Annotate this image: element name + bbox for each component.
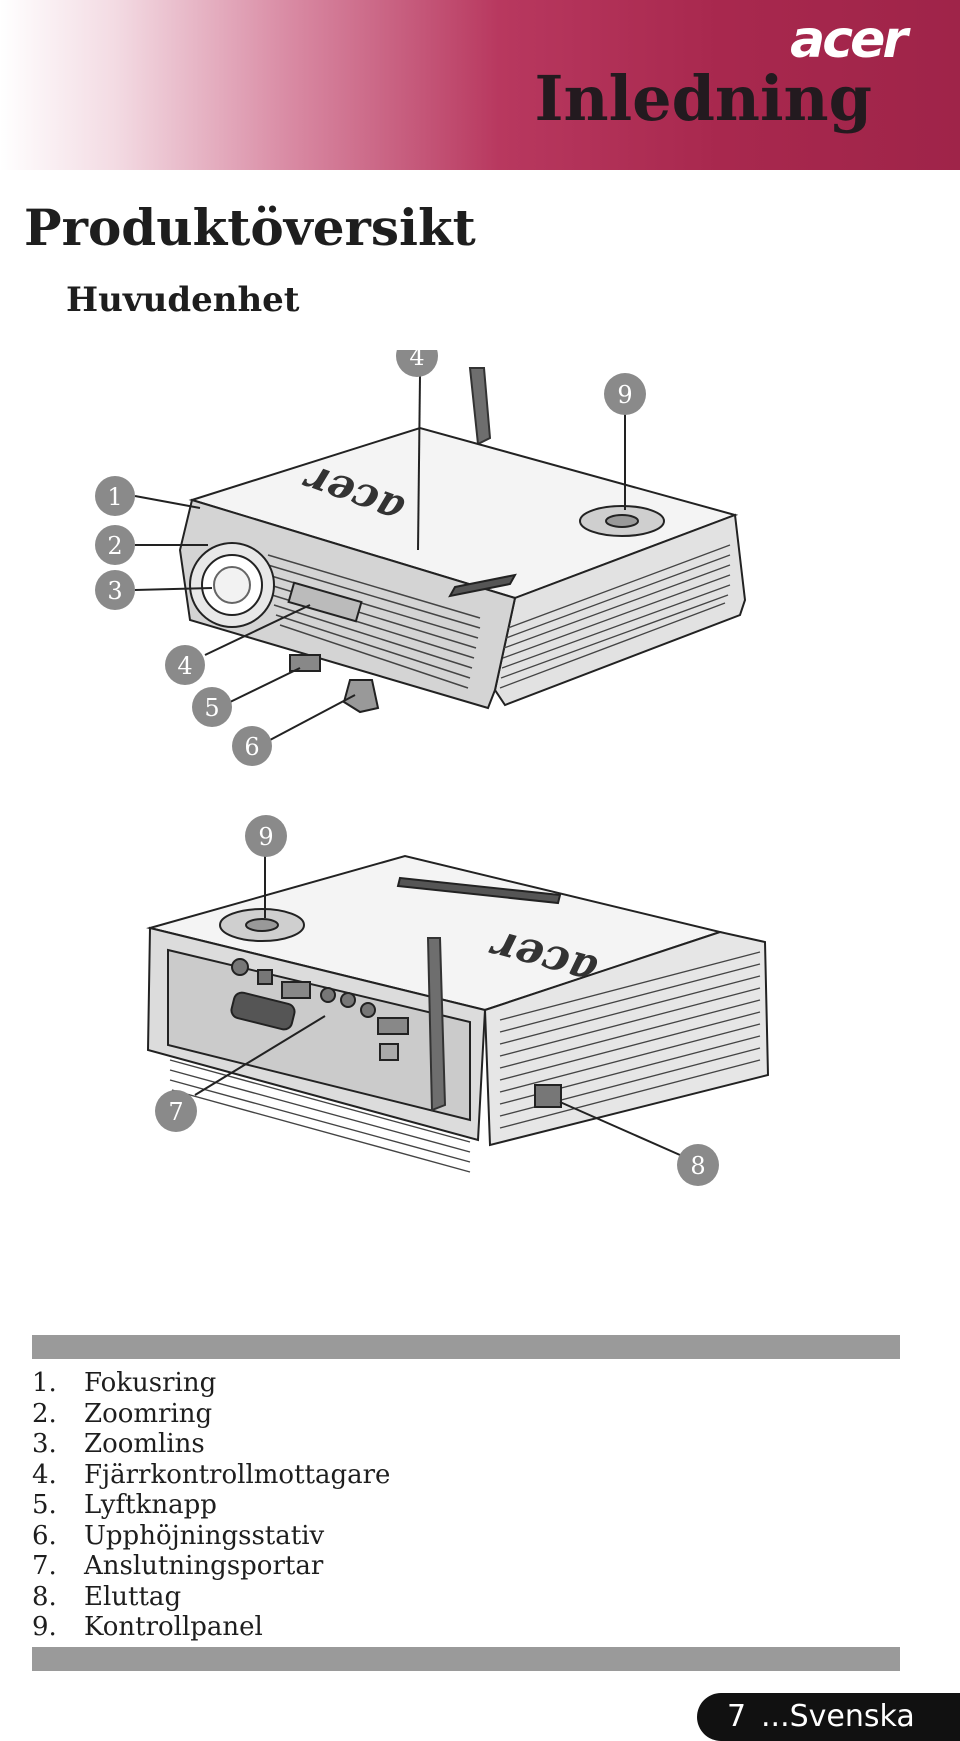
item-number: 4. xyxy=(32,1459,57,1490)
list-item: 1. Fokusring xyxy=(32,1368,390,1399)
svg-text:4: 4 xyxy=(409,350,424,371)
list-item: 5. Lyftknapp xyxy=(32,1490,390,1521)
list-item: 4. Fjärrkontrollmottagare xyxy=(32,1460,390,1491)
callout-6: 6 xyxy=(232,726,272,766)
callout-9-rear: 9 xyxy=(245,815,287,857)
svg-text:4: 4 xyxy=(177,652,192,680)
parts-list: 1. Fokusring 2. Zoomring 3. Zoomlins 4. Fjär… xyxy=(32,1368,390,1643)
item-label: Zoomlins xyxy=(84,1429,205,1459)
svg-text:2: 2 xyxy=(107,532,122,560)
projector-front-view: acer xyxy=(178,367,747,714)
item-number: 1. xyxy=(32,1368,57,1398)
svg-text:9: 9 xyxy=(258,823,273,851)
list-item: 9. Kontrollpanel xyxy=(32,1612,390,1643)
item-number: 2. xyxy=(32,1398,57,1429)
projector-rear-view: acer xyxy=(146,854,770,1173)
acer-logo: acer xyxy=(790,10,908,70)
svg-text:8: 8 xyxy=(690,1152,705,1180)
item-label: Fjärrkontrollmottagare xyxy=(84,1459,391,1490)
svg-text:1: 1 xyxy=(107,483,122,511)
list-item: 2. Zoomring xyxy=(32,1399,390,1430)
list-item: 3. Zoomlins xyxy=(32,1429,390,1460)
divider-bottom xyxy=(32,1647,900,1671)
page-title: Produktöversikt xyxy=(24,198,476,257)
callouts-top: 1 2 3 4 4 5 6 9 xyxy=(95,350,646,766)
svg-text:3: 3 xyxy=(107,577,122,605)
svg-text:6: 6 xyxy=(244,733,259,761)
chapter-title: Inledning xyxy=(534,62,873,135)
callout-5: 5 xyxy=(192,687,232,727)
page-number: 7 xyxy=(727,1699,747,1734)
bottom-leader-lines xyxy=(194,855,681,1156)
callout-2: 2 xyxy=(95,525,135,565)
header-banner: acer Inledning xyxy=(0,0,960,170)
section-title: Huvudenhet xyxy=(66,280,300,320)
list-item: 6. Upphöjningsstativ xyxy=(32,1521,390,1552)
callout-4-top: 4 xyxy=(396,350,438,377)
divider-top xyxy=(32,1335,900,1359)
callout-3: 3 xyxy=(95,570,135,610)
list-item: 8. Eluttag xyxy=(32,1582,390,1613)
item-label: Upphöjningsstativ xyxy=(84,1520,325,1551)
item-number: 6. xyxy=(32,1520,57,1551)
callout-9-top: 9 xyxy=(604,373,646,415)
svg-text:7: 7 xyxy=(168,1098,183,1126)
callouts-bottom: 9 7 8 xyxy=(155,815,719,1186)
item-label: Anslutningsportar xyxy=(84,1551,324,1581)
item-label: Lyftknapp xyxy=(84,1490,217,1520)
svg-text:9: 9 xyxy=(617,381,632,409)
svg-text:5: 5 xyxy=(204,694,219,722)
top-leader-lines xyxy=(134,375,626,741)
callout-1: 1 xyxy=(95,476,135,516)
item-number: 7. xyxy=(32,1551,57,1581)
item-number: 3. xyxy=(32,1429,57,1459)
language-label: ...Svenska xyxy=(761,1699,915,1734)
callout-7: 7 xyxy=(155,1090,197,1132)
callout-4-front: 4 xyxy=(165,645,205,685)
item-label: Eluttag xyxy=(84,1581,182,1612)
list-item: 7. Anslutningsportar xyxy=(32,1551,390,1582)
item-label: Fokusring xyxy=(84,1368,217,1398)
projector-illustration: acer xyxy=(95,350,770,1186)
page-footer: 7 ...Svenska xyxy=(697,1693,960,1741)
callout-8: 8 xyxy=(677,1144,719,1186)
item-number: 5. xyxy=(32,1490,57,1520)
item-number: 9. xyxy=(32,1612,57,1642)
item-number: 8. xyxy=(32,1581,57,1612)
item-label: Kontrollpanel xyxy=(84,1612,263,1642)
item-label: Zoomring xyxy=(84,1398,213,1429)
